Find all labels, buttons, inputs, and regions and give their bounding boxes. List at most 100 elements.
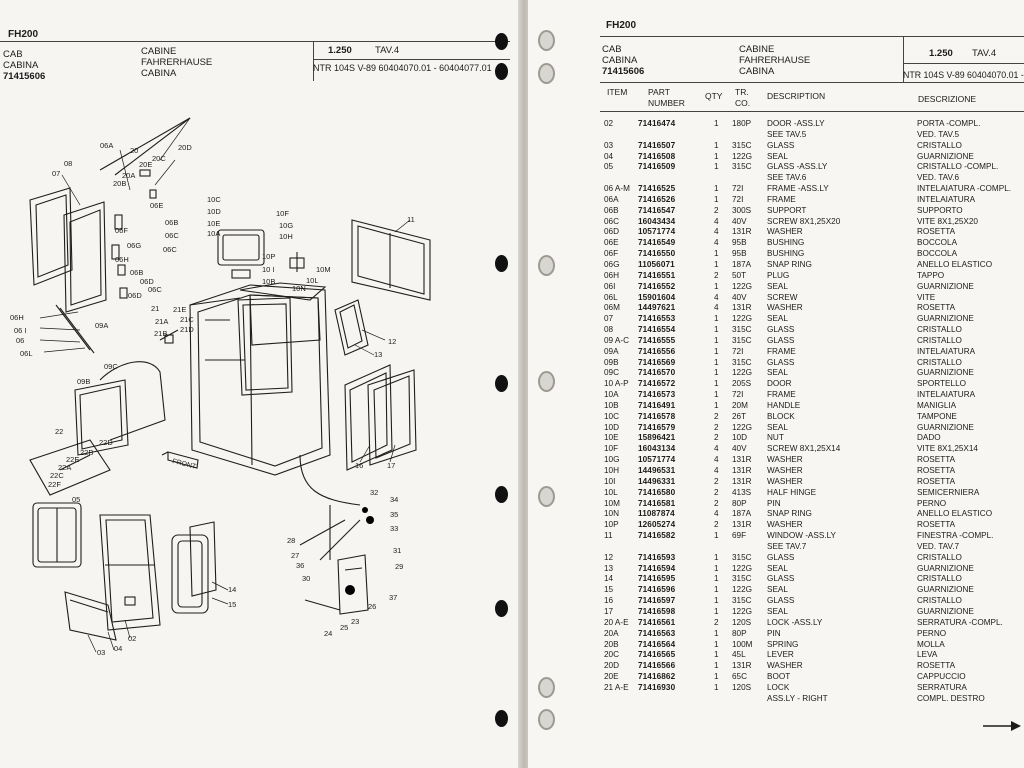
- qty-cell: 1: [714, 346, 719, 356]
- callout-09A: 09A: [95, 321, 108, 330]
- item-cell: 10N: [604, 509, 620, 519]
- description-cell: WASHER: [767, 303, 803, 313]
- qty-cell: 2: [714, 205, 719, 215]
- descrizione-cell: GUARNIZIONE: [917, 585, 974, 595]
- item-cell: 20 A-E: [604, 617, 629, 627]
- qty-cell: 1: [714, 650, 719, 660]
- tr-code-cell: 95B: [732, 249, 747, 259]
- descrizione-cell: PERNO: [917, 498, 947, 508]
- binder-hole: [495, 63, 508, 80]
- qty-cell: 1: [714, 314, 719, 324]
- descrizione-cell: CRISTALLO: [917, 140, 962, 150]
- descrizione-cell: GUARNIZIONE: [917, 422, 974, 432]
- description-cell: PIN: [767, 628, 781, 638]
- tr-code-cell: 122G: [732, 422, 753, 432]
- qty-cell: 2: [714, 617, 719, 627]
- description-cell: GLASS: [767, 357, 795, 367]
- qty-cell: 1: [714, 639, 719, 649]
- item-cell: 02: [604, 119, 614, 128]
- descrizione-cell: CRISTALLO: [917, 335, 962, 345]
- qty-cell: 1: [714, 162, 719, 172]
- model-label: FH200: [8, 29, 39, 40]
- callout-06A: 06A: [100, 141, 113, 150]
- part-number-cell: 14497621: [638, 303, 676, 313]
- front-label: FRONT: [172, 458, 198, 471]
- tr-code-cell: 120S: [732, 617, 752, 627]
- descrizione-cell: VED. TAV.6: [917, 173, 960, 183]
- group-code-right: 71415606: [602, 66, 645, 77]
- tr-code-cell: 315C: [732, 357, 752, 367]
- group-de-1: CABINE: [141, 46, 177, 57]
- tr-code-cell: 72I: [732, 390, 744, 400]
- description-cell: ASS.LY - RIGHT: [767, 693, 828, 703]
- col-description-header: DESCRIPTION: [767, 91, 826, 101]
- tr-code-cell: 315C: [732, 552, 752, 562]
- item-cell: 21 A-E: [604, 682, 629, 692]
- description-cell: GLASS: [767, 552, 795, 562]
- group-label-right-1: CAB: [602, 44, 622, 55]
- tr-code-cell: 72I: [732, 346, 744, 356]
- right-page-parts-list: [528, 0, 1024, 768]
- callout-17: 17: [387, 461, 395, 470]
- qty-cell: 1: [714, 628, 719, 638]
- descrizione-cell: VITE 8X1,25X20: [917, 216, 978, 226]
- part-number-cell: 71416526: [638, 194, 676, 204]
- callout-22D: 22D: [99, 438, 113, 447]
- descrizione-cell: FINESTRA -COMPL.: [917, 531, 994, 541]
- group-label-right-2: CABINA: [602, 55, 638, 66]
- part-number-cell: 71416570: [638, 368, 676, 378]
- qty-cell: 1: [714, 357, 719, 367]
- callout-06B-b: 06B: [130, 268, 143, 277]
- callout-06E: 06E: [150, 201, 163, 210]
- callout-10H: 10H: [279, 232, 293, 241]
- callout-06I: 06H: [10, 313, 24, 322]
- col-item-header: ITEM: [607, 87, 628, 97]
- descrizione-cell: ROSETTA: [917, 466, 956, 475]
- item-cell: 15: [604, 585, 614, 595]
- descrizione-cell: ROSETTA: [917, 661, 956, 671]
- callout-04: 04: [114, 644, 122, 653]
- item-cell: 06C: [604, 216, 620, 226]
- tr-code-cell: 95B: [732, 238, 747, 248]
- callout-22E: 22E: [66, 455, 79, 464]
- part-number-cell: 71416553: [638, 314, 676, 324]
- item-cell: 06A: [604, 194, 619, 204]
- description-cell: SEE TAV.7: [767, 541, 807, 551]
- binder-hole: [495, 255, 508, 272]
- item-cell: 20C: [604, 650, 620, 660]
- callout-32: 32: [370, 488, 378, 497]
- description-cell: LOCK: [767, 682, 790, 692]
- item-cell: 05: [604, 162, 614, 172]
- item-cell: 10P: [604, 520, 619, 530]
- qty-cell: 4: [714, 444, 719, 454]
- tr-code-cell: 413S: [732, 487, 752, 497]
- callout-30: 30: [302, 574, 310, 583]
- table-header-top-rule: [600, 82, 1024, 83]
- item-cell: 10D: [604, 422, 620, 432]
- item-cell: 09B: [604, 357, 619, 367]
- part-number-cell: 71416596: [638, 585, 676, 595]
- part-number-cell: 14496531: [638, 466, 676, 475]
- callout-21A: 21A: [155, 317, 168, 326]
- part-number-cell: 71416555: [638, 335, 676, 345]
- description-cell: WASHER: [767, 520, 803, 530]
- callout-06H: 06H: [115, 255, 129, 264]
- tr-code-cell: 20M: [732, 400, 748, 410]
- part-number-cell: 71416597: [638, 596, 676, 606]
- descrizione-cell: PORTA -COMPL.: [917, 119, 981, 128]
- tr-code-cell: 40V: [732, 216, 747, 226]
- descrizione-cell: TAPPO: [917, 270, 945, 280]
- tr-code-cell: 122G: [732, 151, 753, 161]
